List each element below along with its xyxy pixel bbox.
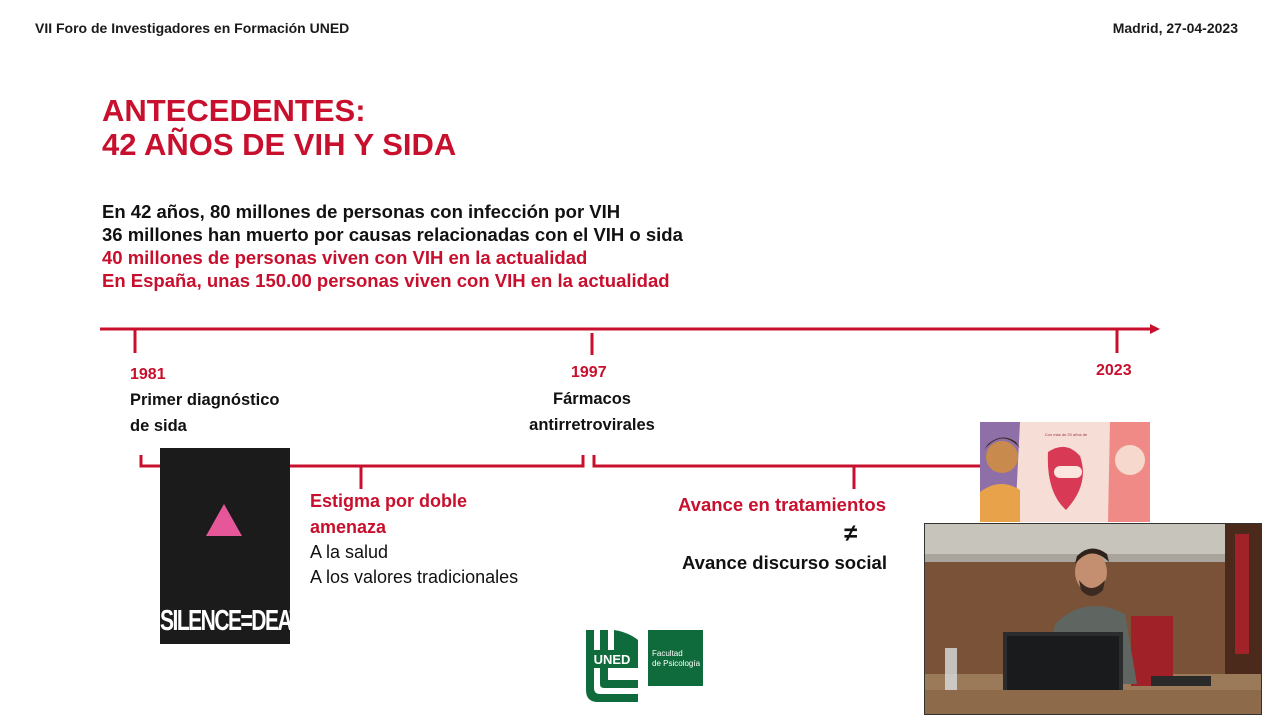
- milestone-year-1997: 1997: [571, 364, 607, 381]
- not-equal-icon: ≠: [844, 520, 858, 547]
- silence-death-poster: SILENCE=DEATH: [160, 448, 316, 644]
- uned-wordmark: UNED: [594, 652, 631, 667]
- event-date: Madrid, 27-04-2023: [1112, 20, 1238, 36]
- stigma-item: A los valores tradicionales: [310, 567, 519, 587]
- slide-title: ANTECEDENTES: 42 AÑOS DE VIH Y SIDA: [102, 94, 456, 162]
- period-bracket-2: [592, 455, 1000, 468]
- timeline-arrow-icon: [1150, 324, 1160, 334]
- faculty-line1: Facultad: [652, 649, 683, 658]
- stigma-heading: Estigma por doble amenaza: [310, 488, 467, 540]
- milestone-label-line: Fármacos: [553, 390, 631, 408]
- stigma-heading-line: Estigma por doble: [310, 491, 468, 511]
- milestone-year-2023: 2023: [1096, 362, 1132, 379]
- milestone-label-line: de sida: [130, 417, 187, 435]
- speaker-video: [924, 523, 1262, 715]
- stigma-heading-line: amenaza: [310, 517, 387, 537]
- milestone-label-1981: Primer diagnóstico de sida: [130, 387, 279, 439]
- stigma-item: A la salud: [310, 542, 389, 562]
- milestone-label-line: Primer diagnóstico: [130, 391, 280, 409]
- slide-title-line1: ANTECEDENTES:: [102, 93, 366, 128]
- milestone-label-1997: Fármacos antirretrovirales: [521, 386, 663, 438]
- advance-social-discourse: Avance discurso social: [682, 552, 887, 573]
- fact-item: En 42 años, 80 millones de personas con …: [102, 201, 621, 222]
- svg-text:Con más de 20 años de: Con más de 20 años de: [1045, 432, 1088, 437]
- fact-item-highlight: 40 millones de personas viven con VIH en…: [102, 247, 588, 268]
- advance-treatments: Avance en tratamientos: [678, 494, 887, 515]
- fact-item: 36 millones han muerto por causas relaci…: [102, 224, 683, 245]
- milestone-year-1981: 1981: [130, 366, 166, 383]
- event-title: VII Foro de Investigadores en Formación …: [35, 20, 350, 36]
- facts-list: En 42 años, 80 millones de personas con …: [102, 200, 683, 292]
- slide-title-line2: 42 AÑOS DE VIH Y SIDA: [102, 127, 457, 162]
- faculty-line2: de Psicología: [652, 659, 701, 668]
- fact-item-highlight: En España, unas 150.00 personas viven co…: [102, 270, 670, 291]
- poster-slogan: SILENCE=DEATH: [160, 605, 316, 637]
- pink-triangle-icon: [206, 504, 242, 536]
- uned-logo: UNED Facultad de Psicología: [582, 630, 703, 704]
- milestone-label-line: antirretrovirales: [529, 416, 655, 434]
- campaign-illustration: Con más de 20 años de: [980, 422, 1150, 522]
- stigma-list: A la salud A los valores tradicionales: [310, 540, 518, 590]
